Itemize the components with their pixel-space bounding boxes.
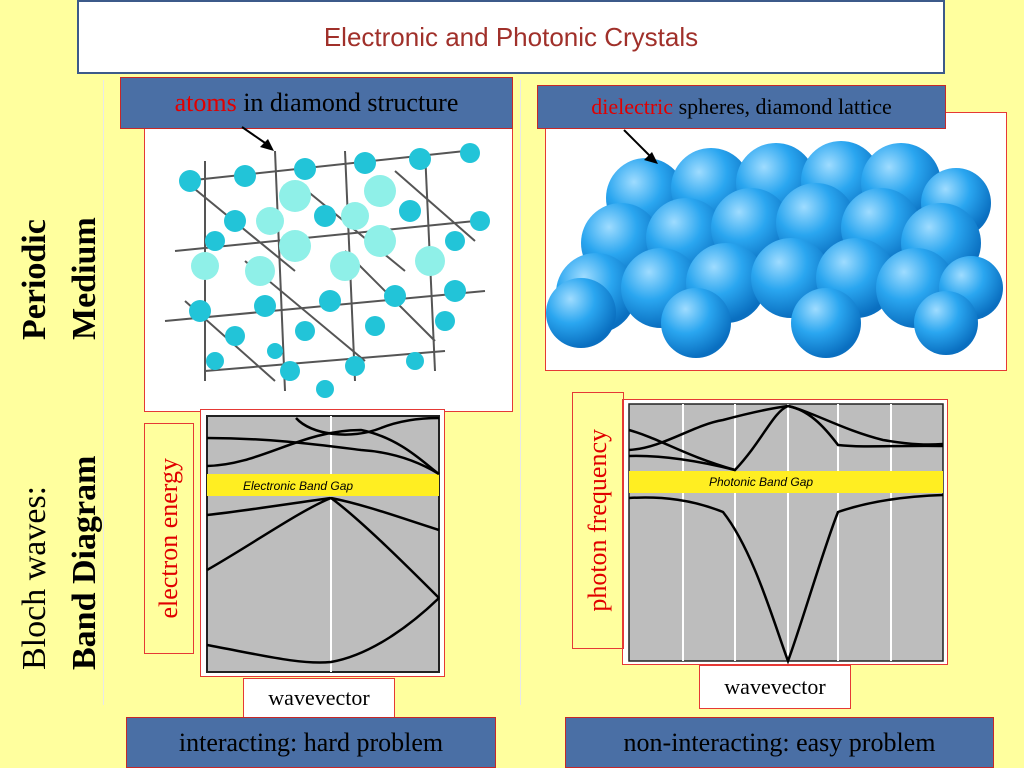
interacting-label: interacting: hard problem	[126, 717, 496, 768]
electronic-wavevector-label: wavevector	[268, 685, 370, 710]
dielectric-arrow	[623, 129, 658, 164]
photon-frequency-label-box: photon frequency	[572, 392, 624, 649]
electronic-gap-label: Electronic Band Gap	[243, 479, 353, 493]
band-diagram-text: Band Diagram	[66, 455, 103, 670]
photonic-wavevector-label: wavevector	[724, 674, 826, 699]
electron-energy-label: electron energy	[154, 458, 183, 619]
atoms-arrow	[241, 126, 274, 151]
electronic-band-frame: Electronic Band Gap	[200, 409, 445, 677]
non-interacting-label: non-interacting: easy problem	[565, 717, 994, 768]
photonic-band-frame: Photonic Band Gap	[622, 399, 948, 665]
dielectric-label-red: dielectric	[591, 94, 674, 119]
bloch-waves-label: Bloch waves: Band Diagram	[14, 405, 106, 670]
atoms-label: atoms in diamond structure	[120, 77, 513, 129]
photonic-wavevector-box: wavevector	[699, 665, 851, 709]
medium-text: Medium	[66, 217, 103, 340]
bloch-text: Bloch waves:	[16, 485, 53, 670]
photon-frequency-label: photon frequency	[583, 429, 612, 612]
atoms-image-frame	[144, 120, 513, 412]
dielectric-label: dielectric spheres, diamond lattice	[537, 85, 946, 129]
center-divider	[520, 80, 521, 705]
interacting-text: interacting: hard problem	[178, 727, 444, 757]
non-interacting-text: non-interacting: easy problem	[623, 727, 936, 757]
atoms-label-rest: in diamond structure	[236, 88, 459, 117]
page-title: Electronic and Photonic Crystals	[323, 21, 699, 52]
title-box: Electronic and Photonic Crystals	[77, 0, 945, 74]
electronic-wavevector-box: wavevector	[243, 678, 395, 718]
electron-energy-label-box: electron energy	[144, 423, 194, 654]
electronic-band-diagram: Electronic Band Gap	[206, 415, 440, 673]
periodic-medium-label: Periodic Medium	[14, 180, 106, 340]
photonic-band-diagram: Photonic Band Gap	[628, 403, 944, 665]
dielectric-label-rest: spheres, diamond lattice	[673, 94, 892, 119]
photonic-gap-label: Photonic Band Gap	[709, 475, 813, 489]
dielectric-spheres-image	[546, 141, 1003, 358]
spheres-image-frame	[545, 112, 1007, 371]
diamond-structure-image	[164, 143, 490, 398]
periodic-text: Periodic	[16, 219, 53, 340]
left-divider	[103, 80, 104, 705]
atoms-label-red: atoms	[174, 88, 237, 117]
